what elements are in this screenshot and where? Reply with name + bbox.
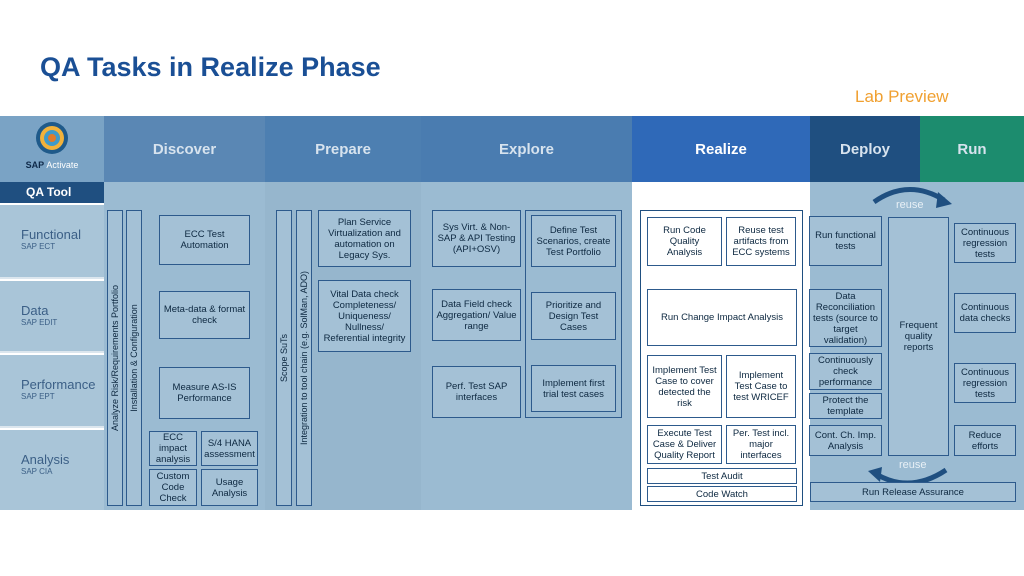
phase-header-realize: Realize xyxy=(632,116,810,182)
per-test-interfaces-box: Per. Test incl. major interfaces xyxy=(726,425,796,464)
qa-tool-label: QA Tool xyxy=(0,182,104,203)
data-reconciliation-box: Data Reconciliation tests (source to tar… xyxy=(809,289,882,347)
implement-risk-cases-box: Implement Test Case to cover detected th… xyxy=(647,355,722,418)
installation-configuration-bar: Installation & Configuration xyxy=(126,210,142,506)
code-watch-box: Code Watch xyxy=(647,486,797,502)
run-release-assurance-box: Run Release Assurance xyxy=(810,482,1016,502)
implement-wricef-box: Implement Test Case to test WRICEF xyxy=(726,355,796,418)
integration-tool-chain-bar: Integration to tool chain (e.g. SolMan, … xyxy=(296,210,312,506)
vbar-text: Scope SuTs xyxy=(279,333,289,383)
row-sub: SAP CIA xyxy=(21,467,53,476)
metadata-format-check-box: Meta-data & format check xyxy=(159,291,250,339)
logo-text: SAP Activate xyxy=(0,160,104,170)
row-sub: SAP ECT xyxy=(21,242,56,251)
phase-header-deploy: Deploy xyxy=(810,116,920,182)
continuous-data-checks-box: Continuous data checks xyxy=(954,293,1016,333)
row-label-functional: Functional SAP ECT xyxy=(0,205,104,279)
row-name: Functional xyxy=(21,227,81,242)
implement-trial-cases-box: Implement first trial test cases xyxy=(531,365,616,412)
cont-change-impact-box: Cont. Ch. Imp. Analysis xyxy=(809,425,882,456)
vital-data-check-box: Vital Data check Completeness/ Uniquenes… xyxy=(318,280,411,352)
analyze-risk-bar: Analyze Risk/Requirements Portfolio xyxy=(107,210,123,506)
ecc-impact-analysis-box: ECC impact analysis xyxy=(149,431,197,466)
vbar-text: Installation & Configuration xyxy=(129,304,139,412)
row-label-data: Data SAP EDIT xyxy=(0,281,104,353)
phase-header-explore: Explore xyxy=(421,116,632,182)
frequent-quality-reports-box: Frequent quality reports xyxy=(888,217,949,456)
sap-activate-logo-icon xyxy=(36,122,68,154)
protect-template-box: Protect the template xyxy=(809,393,882,419)
data-field-check-box: Data Field check Aggregation/ Value rang… xyxy=(432,289,521,341)
phase-header-prepare: Prepare xyxy=(265,116,421,182)
custom-code-check-box: Custom Code Check xyxy=(149,469,197,506)
measure-performance-box: Measure AS-IS Performance xyxy=(159,367,250,419)
logo-activate: Activate xyxy=(46,160,79,170)
vbar-text: Integration to tool chain (e.g. SolMan, … xyxy=(299,270,309,446)
row-label-analysis: Analysis SAP CIA xyxy=(0,430,104,510)
row-name: Performance xyxy=(21,377,96,392)
continuously-check-performance-box: Continuously check performance xyxy=(809,353,882,390)
continuous-regression-tests-2-box: Continuous regression tests xyxy=(954,363,1016,403)
usage-analysis-box: Usage Analysis xyxy=(201,469,258,506)
plan-service-virtualization-box: Plan Service Virtualization and automati… xyxy=(318,210,411,267)
test-audit-box: Test Audit xyxy=(647,468,797,484)
run-code-quality-box: Run Code Quality Analysis xyxy=(647,217,722,266)
run-functional-tests-box: Run functional tests xyxy=(809,216,882,266)
page-title: QA Tasks in Realize Phase xyxy=(40,52,381,82)
phase-header-run: Run xyxy=(920,116,1024,182)
perf-test-sap-interfaces-box: Perf. Test SAP interfaces xyxy=(432,366,521,418)
sys-virt-api-testing-box: Sys Virt. & Non-SAP & API Testing (API+O… xyxy=(432,210,521,267)
scope-suts-bar: Scope SuTs xyxy=(276,210,292,506)
ecc-test-automation-box: ECC Test Automation xyxy=(159,215,250,265)
row-label-performance: Performance SAP EPT xyxy=(0,355,104,428)
row-sub: SAP EPT xyxy=(21,392,55,401)
reuse-test-artifacts-box: Reuse test artifacts from ECC systems xyxy=(726,217,796,266)
reuse-label-bottom: reuse xyxy=(899,459,927,471)
s4hana-assessment-box: S/4 HANA assessment xyxy=(201,431,258,466)
row-sub: SAP EDIT xyxy=(21,318,58,327)
row-name: Analysis xyxy=(21,452,70,467)
lab-preview-label: Lab Preview xyxy=(855,87,949,106)
prioritize-design-box: Prioritize and Design Test Cases xyxy=(531,292,616,340)
logo-sap: SAP xyxy=(25,160,44,170)
define-test-scenarios-box: Define Test Scenarios, create Test Portf… xyxy=(531,215,616,267)
continuous-regression-tests-box: Continuous regression tests xyxy=(954,223,1016,263)
reduce-efforts-box: Reduce efforts xyxy=(954,425,1016,456)
run-change-impact-box: Run Change Impact Analysis xyxy=(647,289,797,346)
logo-panel: SAP Activate xyxy=(0,116,104,182)
row-name: Data xyxy=(21,303,49,318)
explore-test-portfolio-group xyxy=(525,210,622,418)
realize-group-frame xyxy=(640,210,803,506)
phase-header-discover: Discover xyxy=(104,116,265,182)
reuse-label-top: reuse xyxy=(896,199,924,211)
vbar-text: Analyze Risk/Requirements Portfolio xyxy=(110,284,120,432)
execute-test-case-box: Execute Test Case & Deliver Quality Repo… xyxy=(647,425,722,464)
